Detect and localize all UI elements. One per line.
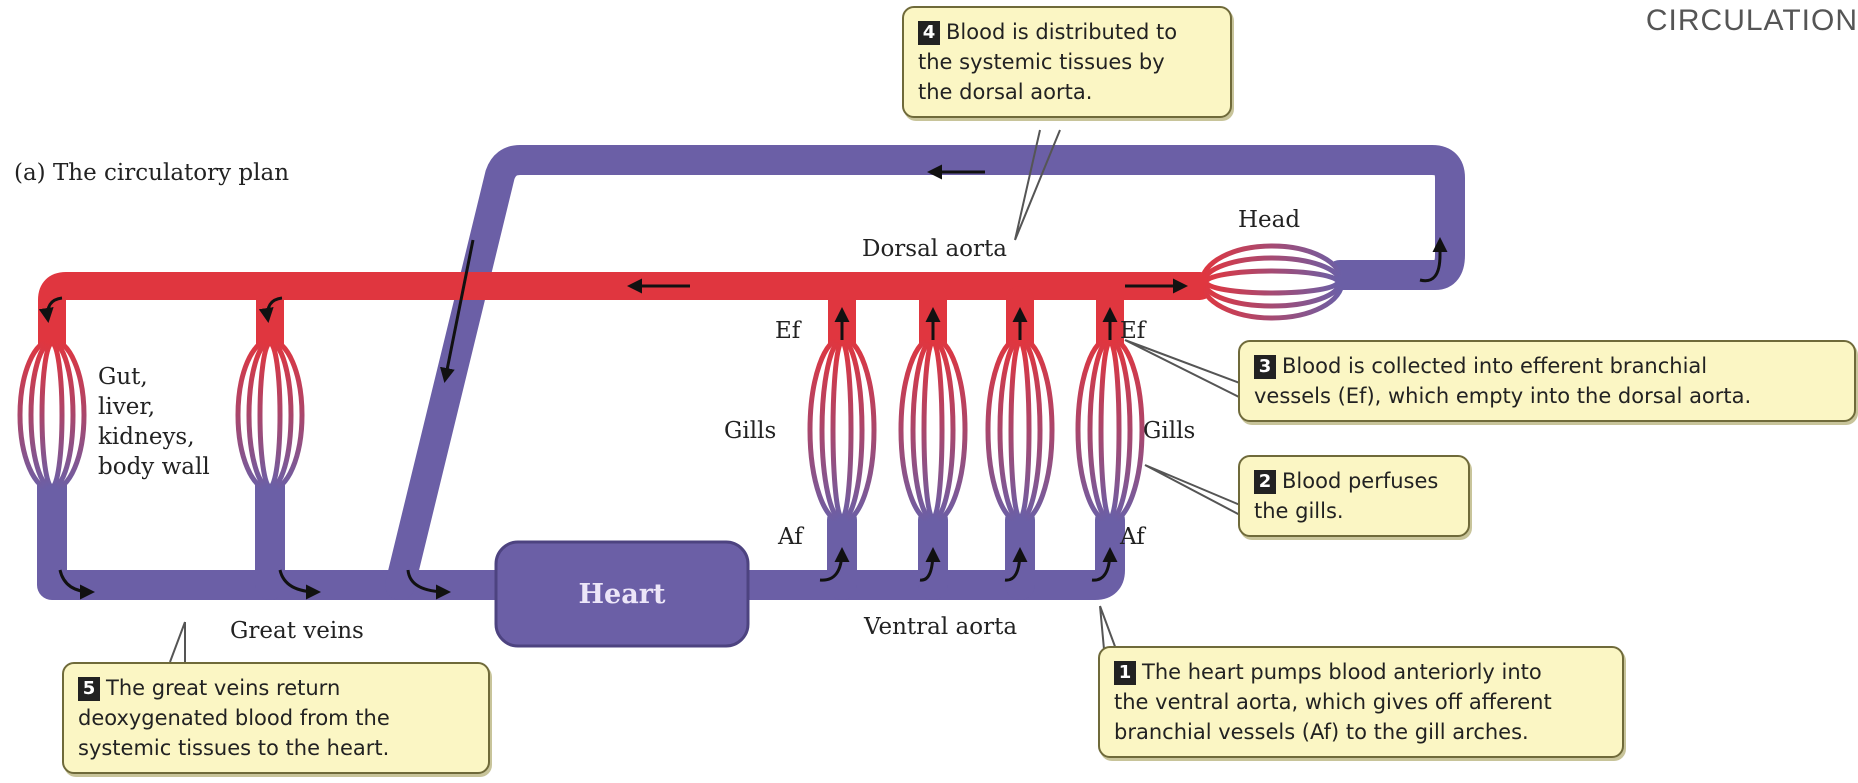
label-af-right: Af <box>1120 524 1145 550</box>
gill-arch-3 <box>988 338 1052 522</box>
systemic-bed-body <box>238 340 302 490</box>
callout-number: 4 <box>918 21 940 45</box>
callout-number: 5 <box>78 677 100 701</box>
section-header: CIRCULATION <box>1646 4 1858 38</box>
gill-arch-4 <box>1078 338 1142 522</box>
heart-label: Heart <box>496 542 748 646</box>
callout-number: 3 <box>1254 355 1276 379</box>
label-head: Head <box>1238 207 1300 233</box>
systemic-bed-gut <box>20 340 84 490</box>
callout-number: 2 <box>1254 470 1276 494</box>
label-ef-right: Ef <box>1120 318 1145 344</box>
label-systemic-tissues: Gut, liver, kidneys, body wall <box>98 362 210 482</box>
label-gills-left: Gills <box>724 418 776 444</box>
gill-arch-2 <box>901 338 965 522</box>
gill-arch-1 <box>810 338 874 522</box>
leader-3 <box>1125 340 1245 400</box>
leader-2 <box>1145 465 1240 515</box>
label-dorsal-aorta: Dorsal aorta <box>862 236 1007 262</box>
label-ef-left: Ef <box>775 318 800 344</box>
label-gills-right: Gills <box>1143 418 1195 444</box>
label-af-left: Af <box>778 524 803 550</box>
head-capillary-bed <box>1202 246 1342 318</box>
label-ventral-aorta: Ventral aorta <box>864 614 1017 640</box>
label-great-veins: Great veins <box>230 618 364 644</box>
leader-5 <box>170 622 185 662</box>
panel-subtitle: (a) The circulatory plan <box>14 160 289 186</box>
arterial-vessels <box>52 286 1200 345</box>
callout-number: 1 <box>1114 661 1136 685</box>
